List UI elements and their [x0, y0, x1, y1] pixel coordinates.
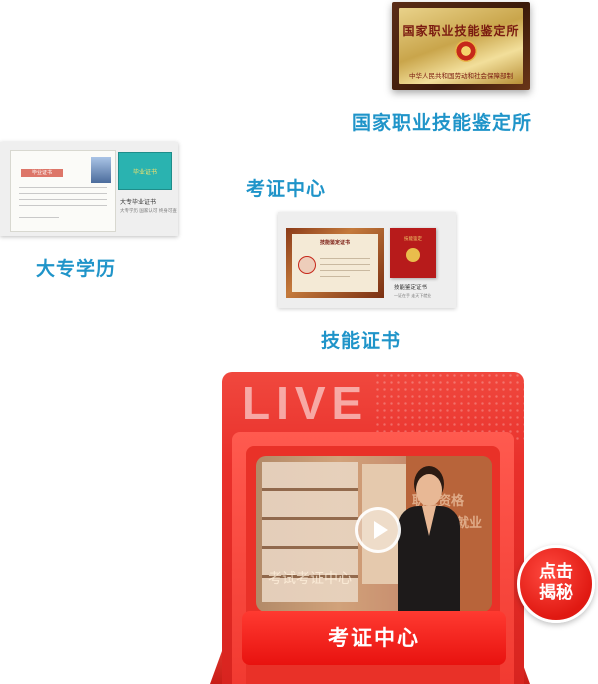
seal-icon — [298, 256, 316, 274]
portrait-photo — [91, 157, 111, 183]
certificate-frame: 技能鉴定证书 — [286, 228, 384, 298]
text-line — [19, 187, 107, 188]
skill-certificate-image: 技能鉴定证书 技能鉴定 技能鉴定证书 一证在手 走天下就业 — [278, 212, 456, 308]
national-emblem-icon — [455, 40, 477, 62]
text-line — [320, 276, 350, 277]
bookshelf — [262, 462, 358, 602]
reveal-label-2: 揭秘 — [539, 583, 573, 603]
degree-label: 大专学历 — [36, 258, 117, 280]
plaque-title: 国家职业技能鉴定所 — [402, 24, 520, 38]
plaque-face: 国家职业技能鉴定所 中华人民共和国劳动和社会保障部制 — [399, 8, 523, 84]
reveal-button[interactable]: 点击 揭秘 — [517, 545, 595, 623]
plaque-subtitle: 中华人民共和国劳动和社会保障部制 — [409, 72, 513, 80]
text-line — [19, 205, 107, 206]
emblem-icon — [406, 248, 420, 262]
skill-cert-label: 技能证书 — [321, 330, 402, 352]
certificate-title: 技能鉴定证书 — [319, 240, 350, 246]
booklet-title: 技能鉴定 — [404, 237, 422, 242]
wall-text: 就业 — [456, 516, 483, 531]
text-line — [19, 199, 107, 200]
degree-certificate-image: 毕业证书 毕业证书 大专毕业证书 大专学历 国家认可 终身可查 — [0, 142, 178, 236]
certificate-document: 技能鉴定证书 — [292, 234, 378, 292]
text-line — [320, 258, 370, 259]
certificate-cover: 毕业证书 — [118, 152, 172, 190]
play-icon[interactable] — [355, 507, 401, 553]
text-line — [19, 193, 107, 194]
reveal-label-1: 点击 — [539, 562, 573, 582]
presenter-head — [416, 474, 442, 506]
exam-center-button[interactable]: 考证中心 — [242, 611, 506, 665]
degree-caption-small: 大专学历 国家认可 终身可查 — [120, 209, 177, 214]
certificate-paper: 毕业证书 — [10, 150, 116, 232]
skill-caption-small: 一证在手 走天下就业 — [394, 293, 432, 298]
presenter — [398, 474, 460, 612]
certificate-booklet: 技能鉴定 — [390, 228, 436, 278]
play-triangle — [374, 521, 388, 539]
text-line — [320, 270, 370, 271]
plaque-image: 国家职业技能鉴定所 中华人民共和国劳动和社会保障部制 — [392, 2, 530, 90]
certificate-header: 毕业证书 — [21, 169, 63, 177]
degree-caption: 大专毕业证书 — [120, 199, 157, 206]
dot-pattern — [374, 372, 524, 442]
skill-caption: 技能鉴定证书 — [394, 285, 428, 291]
text-line — [320, 264, 370, 265]
exam-center-label: 考证中心 — [246, 178, 327, 200]
live-badge: LIVE — [242, 377, 369, 429]
video-caption: 考试考证中心 — [268, 571, 352, 587]
text-line — [19, 217, 59, 218]
cover-title: 毕业证书 — [132, 169, 157, 176]
presenter-body — [398, 506, 460, 612]
institute-label: 国家职业技能鉴定所 — [352, 112, 533, 134]
